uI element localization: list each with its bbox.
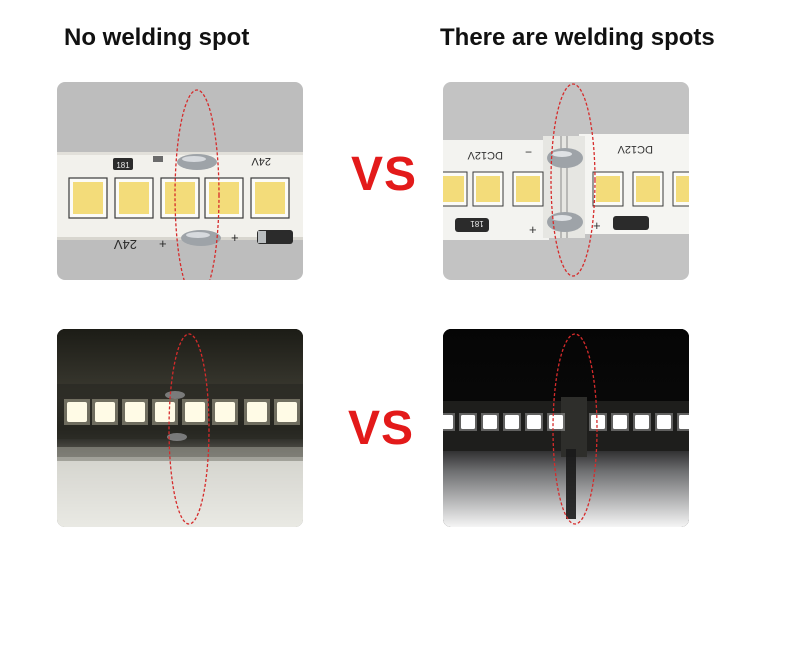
- photo-lit-welded: [443, 329, 689, 527]
- heading-no-welding-spot: No welding spot: [64, 24, 250, 51]
- photo-strip-no-welding: 181 24V 24V + +: [57, 82, 303, 280]
- voltage-marking-left: DC12V: [467, 149, 503, 161]
- lit-led: [443, 415, 453, 429]
- voltage-marking-right: DC12V: [617, 143, 653, 155]
- lit-led: [613, 415, 627, 429]
- plus-mark-2: +: [231, 230, 239, 245]
- lit-led: [185, 402, 205, 422]
- solder-joint-bottom: [547, 212, 583, 232]
- resistor-left: [455, 218, 489, 232]
- lit-led: [527, 415, 541, 429]
- lit-led: [125, 402, 145, 422]
- lit-led: [247, 402, 267, 422]
- photo-lit-no-welding: [57, 329, 303, 527]
- vs-label-top: VS: [351, 148, 418, 201]
- lit-led: [679, 415, 689, 429]
- plus-mark: +: [159, 236, 167, 251]
- resistor-label: 181: [116, 161, 130, 170]
- resistor-right: [613, 216, 649, 230]
- lit-led: [215, 402, 235, 422]
- lit-led: [635, 415, 649, 429]
- highlight-ellipse-right: [550, 83, 596, 277]
- lit-led: [591, 415, 605, 429]
- lit-led: [95, 402, 115, 422]
- lit-led: [657, 415, 671, 429]
- minus-mark: −: [525, 145, 532, 159]
- lit-led: [277, 402, 297, 422]
- highlight-ellipse-lit: [168, 333, 210, 525]
- highlight-ellipse-lit-right: [552, 333, 598, 525]
- lit-led: [505, 415, 519, 429]
- vs-label-bottom: VS: [348, 402, 415, 455]
- plus-mark-right: +: [593, 218, 601, 233]
- plus-mark-left: +: [529, 222, 537, 237]
- voltage-marking-top: 24V: [251, 155, 271, 167]
- photo-strip-welded: DC12V DC12V − 181 + +: [443, 82, 689, 280]
- resistor-top-left: [113, 158, 133, 170]
- lit-led: [67, 402, 87, 422]
- lit-led: [483, 415, 497, 429]
- resistor-label-right: 181: [470, 219, 484, 228]
- lit-led: [549, 415, 563, 429]
- voltage-marking-bottom: 24V: [114, 237, 137, 252]
- heading-welding-spots: There are welding spots: [440, 24, 715, 51]
- lit-led: [461, 415, 475, 429]
- lit-led: [155, 402, 175, 422]
- highlight-ellipse: [174, 89, 220, 280]
